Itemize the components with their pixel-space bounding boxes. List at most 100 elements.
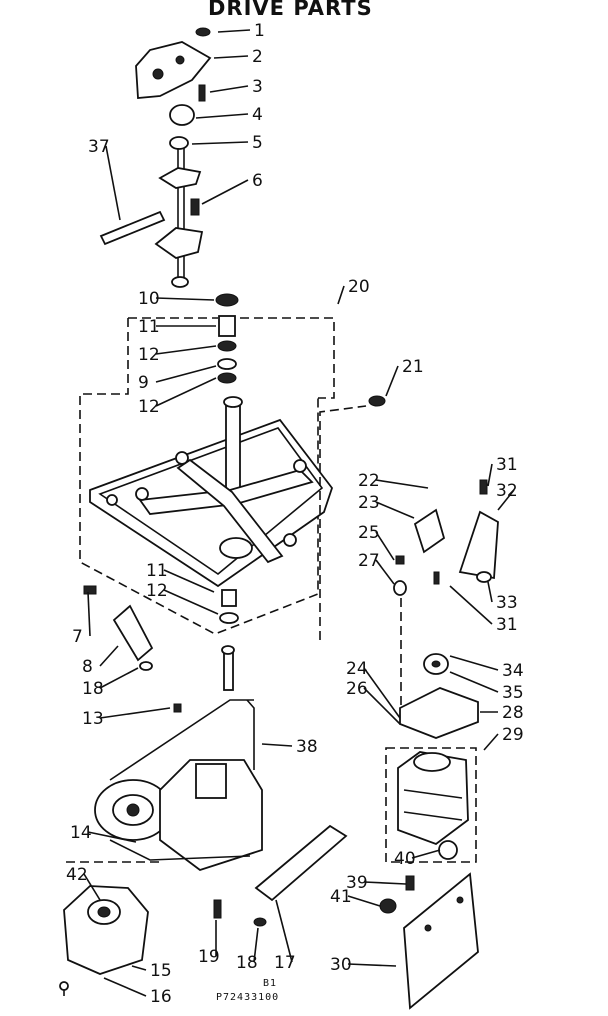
callout-41: 41 [330,887,352,907]
callout-31: 31 [496,455,518,475]
callout-leader-20 [337,285,345,305]
screw-31 [479,479,488,495]
callout-23: 23 [358,493,380,513]
callout-leader-3 [209,85,249,93]
callout-leader-35 [449,671,499,693]
callout-leader-25 [375,531,395,561]
callout-leader-1 [217,29,251,33]
callout-11: 11 [146,561,168,581]
bracket-32 [458,510,499,580]
callout-21: 21 [402,357,424,377]
motor [397,751,469,860]
callout-leader-2 [213,55,249,59]
callout-29: 29 [502,725,524,745]
callout-leader-29 [483,733,499,751]
callout-24: 24 [346,659,368,679]
group-boundary-20 [79,318,319,635]
callout-leader-7 [87,591,91,637]
nut-1 [195,27,211,37]
callout-leader-12 [155,345,217,355]
callout-leader-9 [155,365,217,383]
callout-leader-16 [103,977,147,997]
callout-34: 34 [502,661,524,681]
strip-37 [99,210,166,246]
callout-33: 33 [496,593,518,613]
callout-9: 9 [138,373,149,393]
motor-bracket-28 [399,687,479,739]
transmission [94,699,263,871]
arm-17 [254,824,348,902]
callout-leader-15 [131,965,147,971]
callout-leader-30 [347,963,397,967]
footer-code-2: P72433100 [216,992,280,1003]
callout-leader-12 [155,377,217,407]
pump [59,861,160,996]
callout-leader-18 [253,927,259,963]
washer-12 [219,612,239,624]
callout-leader-11 [163,569,215,593]
clip-13 [173,703,182,713]
screw-7 [83,585,97,595]
callout-18: 18 [82,679,104,699]
callout-2: 2 [252,47,263,67]
nut-18 [139,661,153,671]
nut-33 [476,571,492,583]
base-plate [89,396,334,588]
callout-leader-26 [363,687,401,725]
callout-7: 7 [72,627,83,647]
callout-leader-32 [497,489,515,511]
callout-30: 30 [330,955,352,975]
callout-10: 10 [138,289,160,309]
diagram-title: DRIVE PARTS [208,0,373,20]
callout-40: 40 [394,849,416,869]
callout-11: 11 [138,317,160,337]
callout-20: 20 [348,277,370,297]
nut-27 [393,580,407,596]
screw-39 [405,875,415,891]
callout-leader-12 [163,589,219,615]
nut-18-lower [253,917,267,927]
screw-3 [198,84,206,102]
callout-32: 32 [496,481,518,501]
callout-27: 27 [358,551,380,571]
top-bracket [135,41,212,99]
callout-14: 14 [70,823,92,843]
callout-42: 42 [66,865,88,885]
callout-12: 12 [138,397,160,417]
callout-38: 38 [296,737,318,757]
callout-6: 6 [252,171,263,191]
screw-6 [190,198,200,216]
callout-15: 15 [150,961,172,981]
drive-rod [221,645,255,770]
cap-4 [169,104,195,126]
callout-leader-31 [487,463,493,487]
screw-31b [433,571,440,585]
callout-25: 25 [358,523,380,543]
callout-26: 26 [346,679,368,699]
callout-37: 37 [88,137,110,157]
callout-leader-14 [87,831,137,843]
callout-13: 13 [82,709,104,729]
callout-3: 3 [252,77,263,97]
shaft-assembly [154,136,204,288]
callout-leader-6 [201,179,249,205]
shield-panel-30 [403,872,479,1010]
callout-leader-34 [449,655,499,671]
callout-5: 5 [252,133,263,153]
callout-leader-22 [375,479,429,489]
callout-leader-24 [363,667,401,719]
clip-41 [379,898,397,914]
callout-leader-42 [83,873,101,901]
callout-28: 28 [502,703,524,723]
footer-code-1: B1 [263,978,278,989]
callout-leader-39 [363,881,407,885]
clip-25 [395,555,405,565]
bearing-stack [215,293,239,384]
callout-8: 8 [82,657,93,677]
callout-labels: 1234563710111291220212223252731323331111… [66,21,524,1007]
callout-18: 18 [236,953,258,973]
callout-19: 19 [198,947,220,967]
callout-leader-33 [487,581,493,603]
